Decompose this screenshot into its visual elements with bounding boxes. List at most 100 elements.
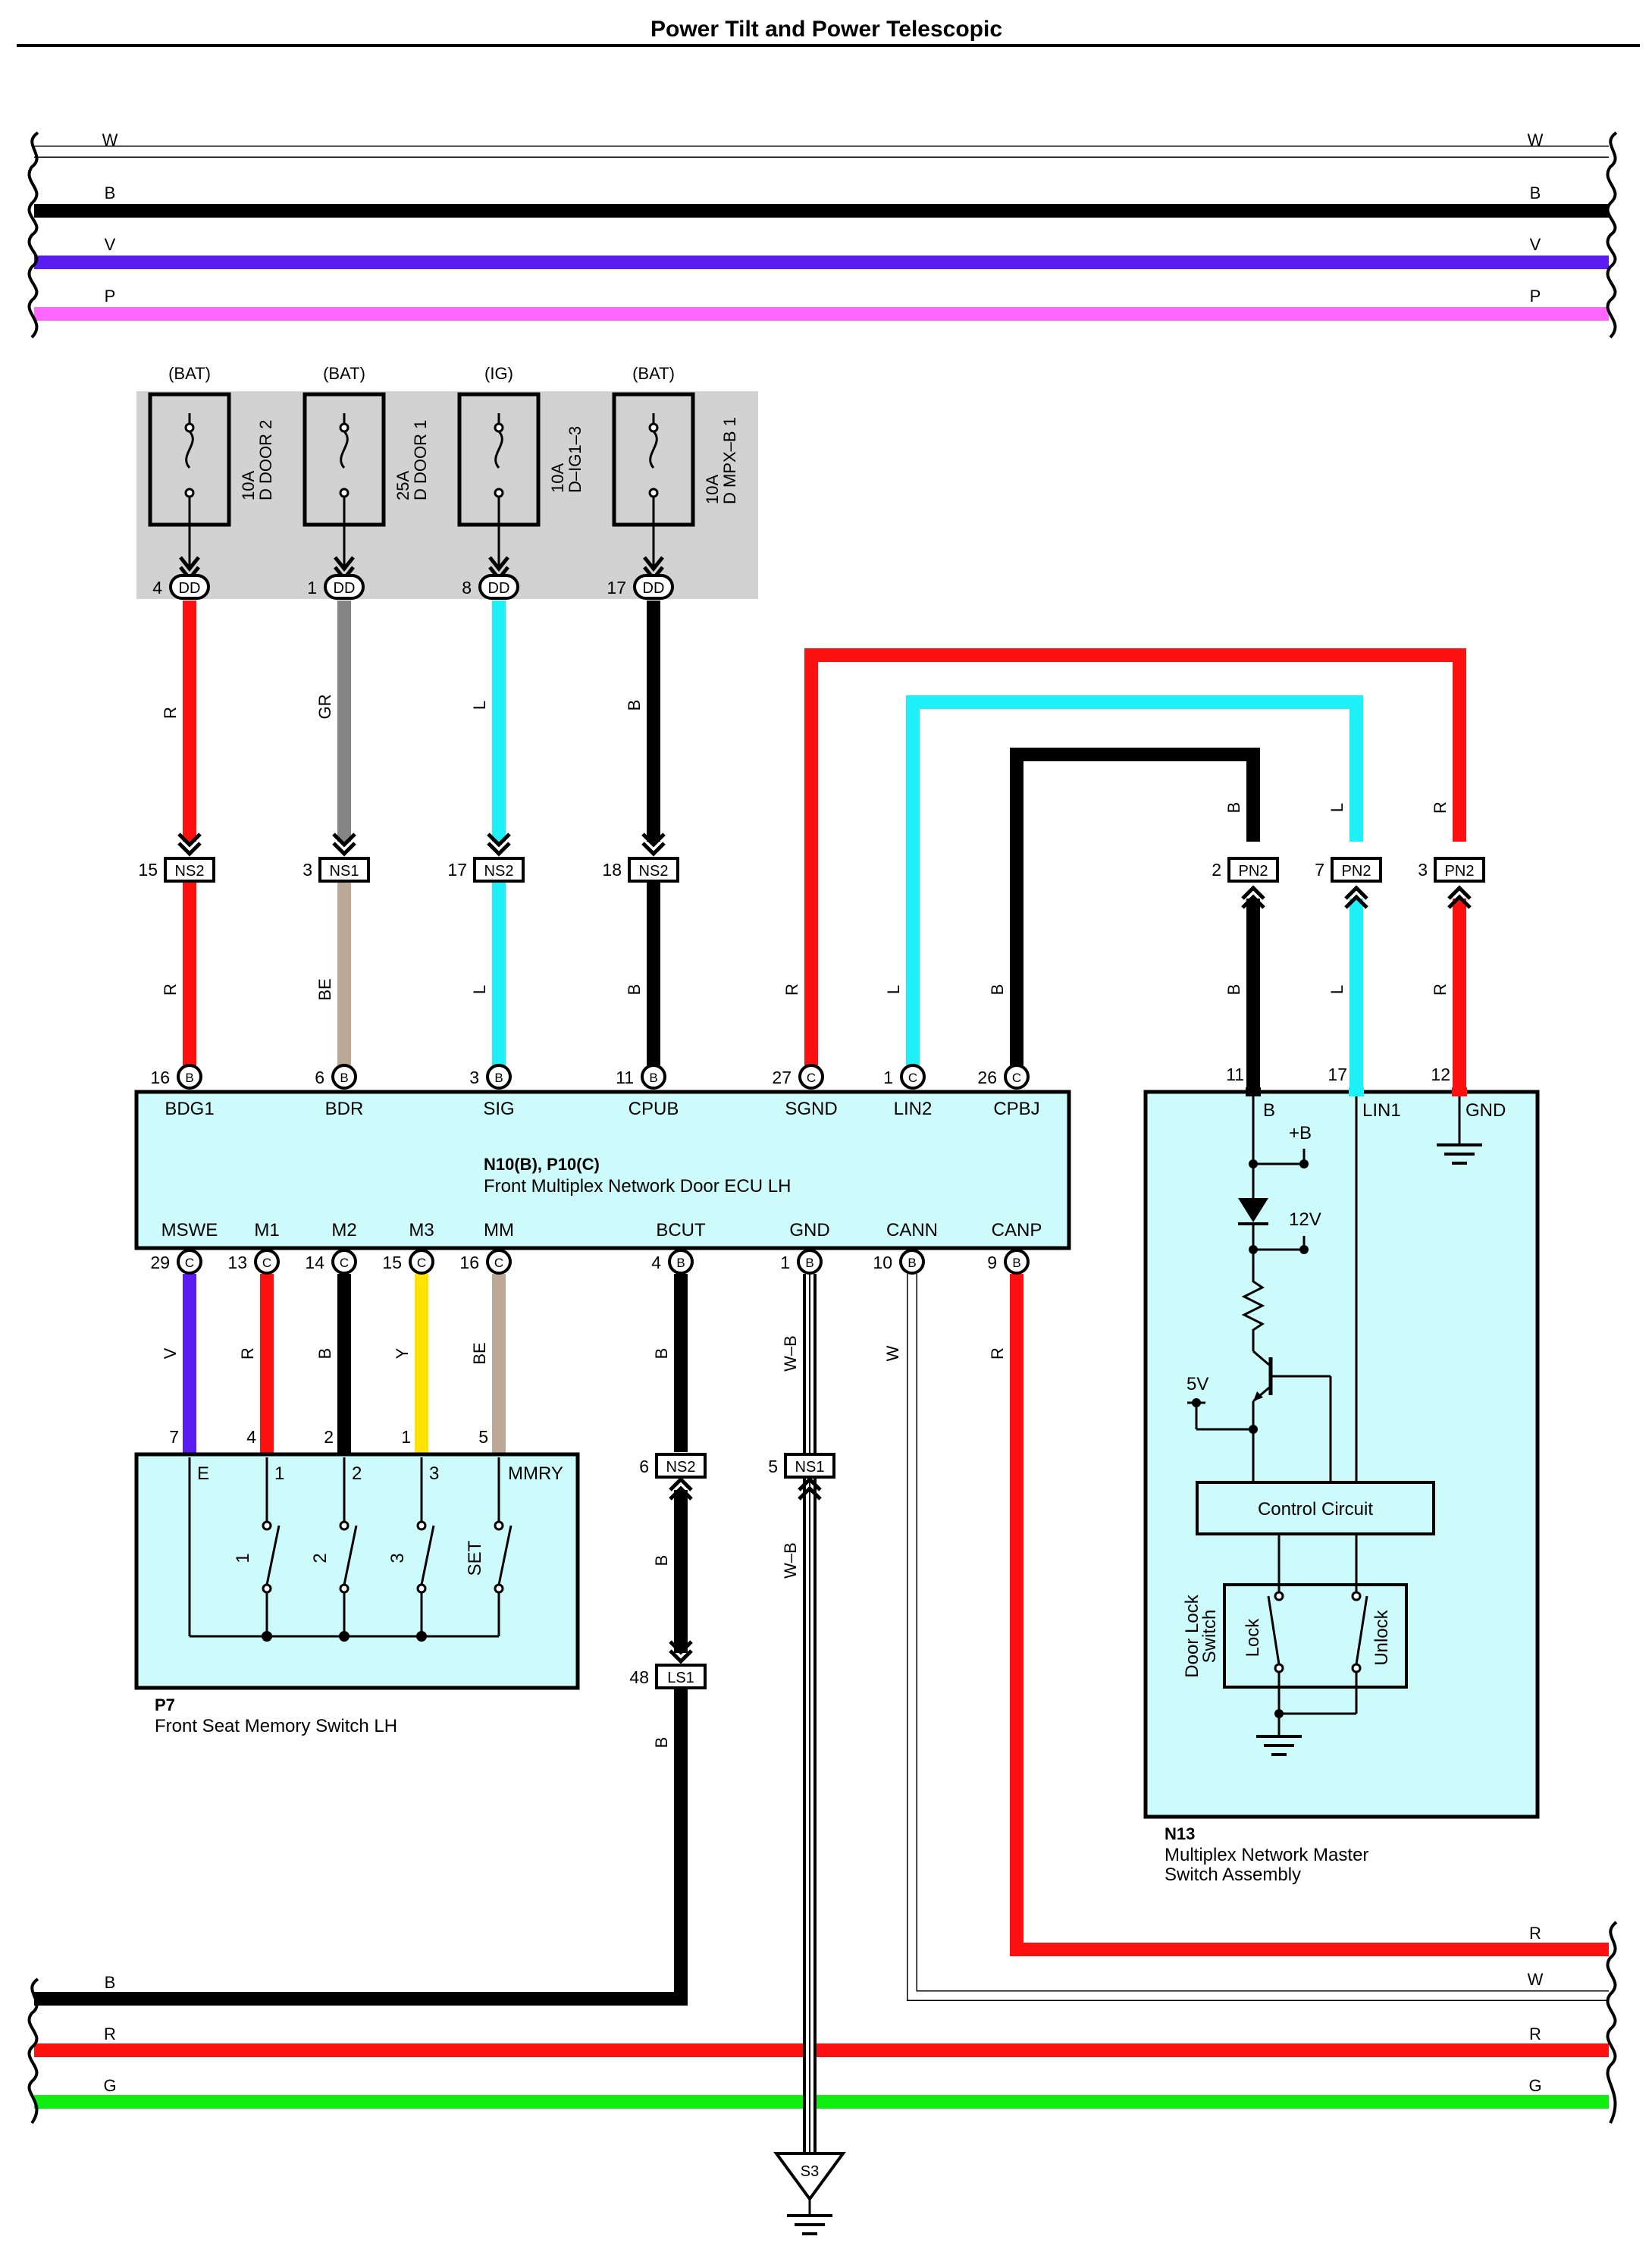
pin-number: 1: [780, 1253, 790, 1272]
connector-code: NS2: [175, 863, 205, 880]
fuse-d-ig1-3: (IG) 10A D–IG1–3: [457, 364, 585, 582]
pin-number: 10: [873, 1253, 892, 1272]
bus-label-right: P: [1530, 287, 1541, 306]
terminal-canp: CANP B 9: [987, 1220, 1042, 1275]
connector-code: C: [262, 1256, 271, 1270]
terminal-bdg1: B 16 BDG1: [150, 1064, 215, 1119]
bus-label-left: G: [103, 2076, 116, 2095]
switch-label: SET: [465, 1540, 485, 1576]
wire-label: BE: [315, 978, 334, 1000]
terminal-label: BCUT: [656, 1220, 706, 1240]
connector-code: C: [340, 1256, 349, 1270]
fuse-name: D DOOR 1: [411, 420, 430, 500]
dd-pins: DD 4 DD 1 DD 8 DD 17: [152, 574, 674, 600]
fuse-rating: 10A: [703, 475, 722, 504]
door-lock-switch-label: Switch: [1199, 1610, 1220, 1664]
bus-break-right: [1606, 131, 1618, 339]
terminal-label: MMRY: [508, 1463, 563, 1484]
connector-code: NS2: [484, 863, 514, 880]
fuse-source: (BAT): [632, 364, 675, 383]
bus-break-right-bottom: [1606, 1921, 1618, 2124]
wire-label: W–B: [781, 1542, 800, 1579]
wire-label: W: [883, 1345, 902, 1361]
bus-label-right: W: [1528, 130, 1544, 149]
connector-code: PN2: [1239, 863, 1268, 880]
bus-label-right: G: [1528, 2076, 1541, 2095]
pin-number: 17: [447, 860, 467, 880]
connector-code: B: [649, 1071, 657, 1085]
ns-to-ecu-wires: R BE L B: [161, 883, 660, 1065]
wire-label: B: [988, 984, 1007, 996]
master-switch: 11 17 12 B LIN1 GND +B 12V: [1143, 1065, 1540, 1885]
bcut-path: NS2 6 B LS1 48 B: [34, 1453, 707, 2006]
pin-number: 14: [305, 1253, 324, 1272]
pin-number: 9: [987, 1253, 997, 1272]
connector-code: C: [494, 1256, 503, 1270]
wire-label: B: [1224, 984, 1243, 996]
connector-code: B: [908, 1256, 916, 1270]
fuse-d-door-1: (BAT) 25A D DOOR 1: [303, 364, 430, 582]
wire-label: R: [1431, 983, 1450, 996]
pin-number: 8: [462, 578, 472, 598]
pin-number: 1: [307, 578, 317, 598]
component-code: P7: [155, 1695, 175, 1714]
wire-label: B: [625, 700, 644, 711]
connector-code: DD: [179, 580, 201, 597]
terminal-m3: M3 C 15: [382, 1220, 434, 1275]
v5-label: 5V: [1186, 1374, 1208, 1394]
terminal-label: BDG1: [165, 1099, 214, 1119]
control-circuit-label: Control Circuit: [1258, 1499, 1373, 1520]
top-bus-w: W W: [34, 130, 1609, 158]
memory-switch: 7 4 2 1 5 E 1 2 3 MMRY: [134, 1427, 580, 1736]
pin-number: 11: [1226, 1065, 1244, 1084]
wire-label: B: [652, 1348, 671, 1360]
connector-code: C: [908, 1071, 917, 1085]
wire-label: V: [161, 1347, 180, 1359]
pin-number: 15: [138, 860, 158, 880]
bus-label-right: V: [1530, 235, 1541, 254]
ecu-subtitle: Front Multiplex Network Door ECU LH: [484, 1176, 791, 1197]
wire-label: R: [238, 1347, 257, 1360]
switch-label: 3: [387, 1553, 408, 1563]
terminal-cpbj: C 26 CPBJ: [977, 1064, 1040, 1119]
bus-break-left-bottom: [27, 1978, 39, 2125]
bus-break-left: [27, 131, 39, 339]
wire-label: R: [1431, 801, 1450, 814]
connector-code: DD: [643, 580, 665, 597]
wire-label: R: [161, 983, 180, 996]
ecu-top-terminals: B 16 BDG1 B 6 BDR B 3 SIG B 11 CPUB C 27…: [150, 1064, 1040, 1119]
switch-label: 2: [310, 1553, 331, 1563]
terminal-mm: MM C 16: [459, 1220, 514, 1275]
wire-label: R: [988, 1347, 1007, 1360]
v12-label: 12V: [1289, 1209, 1321, 1230]
pin-number: 16: [459, 1253, 479, 1272]
ecu-bottom-wires: V R B Y BE B W–B W R: [161, 1274, 1609, 2153]
pin-number: 12: [1431, 1065, 1450, 1084]
wire-label: Y: [393, 1347, 412, 1359]
master-terminal-markers: [1246, 1087, 1467, 1096]
pin-number: 11: [616, 1068, 634, 1087]
terminal-label: SIG: [483, 1099, 514, 1119]
terminal-label: LIN2: [894, 1099, 933, 1119]
terminal-mswe: MSWE C 29: [150, 1220, 218, 1275]
connector-code: DD: [488, 580, 510, 597]
fuse-source: (BAT): [168, 364, 211, 383]
wire-label: L: [470, 985, 489, 994]
terminal-gnd: GND B 1: [780, 1220, 830, 1275]
plus-b-label: +B: [1289, 1123, 1312, 1143]
terminal-bcut: BCUT B 4: [651, 1220, 706, 1275]
component-name: Multiplex Network Master: [1165, 1845, 1368, 1865]
wire-label: L: [884, 985, 903, 994]
wire-label: R: [782, 983, 801, 996]
pin-number: 29: [150, 1253, 170, 1272]
ground-point-label: S3: [801, 2163, 819, 2180]
connector-code: C: [807, 1071, 816, 1085]
pin-number: 3: [469, 1068, 479, 1087]
pin-number: 15: [382, 1253, 402, 1272]
pin-number: 4: [651, 1253, 661, 1272]
ns-connectors: NS2 15 NS1 3 NS2 17 NS2 18: [138, 857, 679, 883]
bus-label-right: R: [1529, 2025, 1541, 2043]
component-name: Switch Assembly: [1165, 1865, 1301, 1885]
connector-code: C: [417, 1256, 426, 1270]
connector-code: PN2: [1342, 863, 1371, 880]
